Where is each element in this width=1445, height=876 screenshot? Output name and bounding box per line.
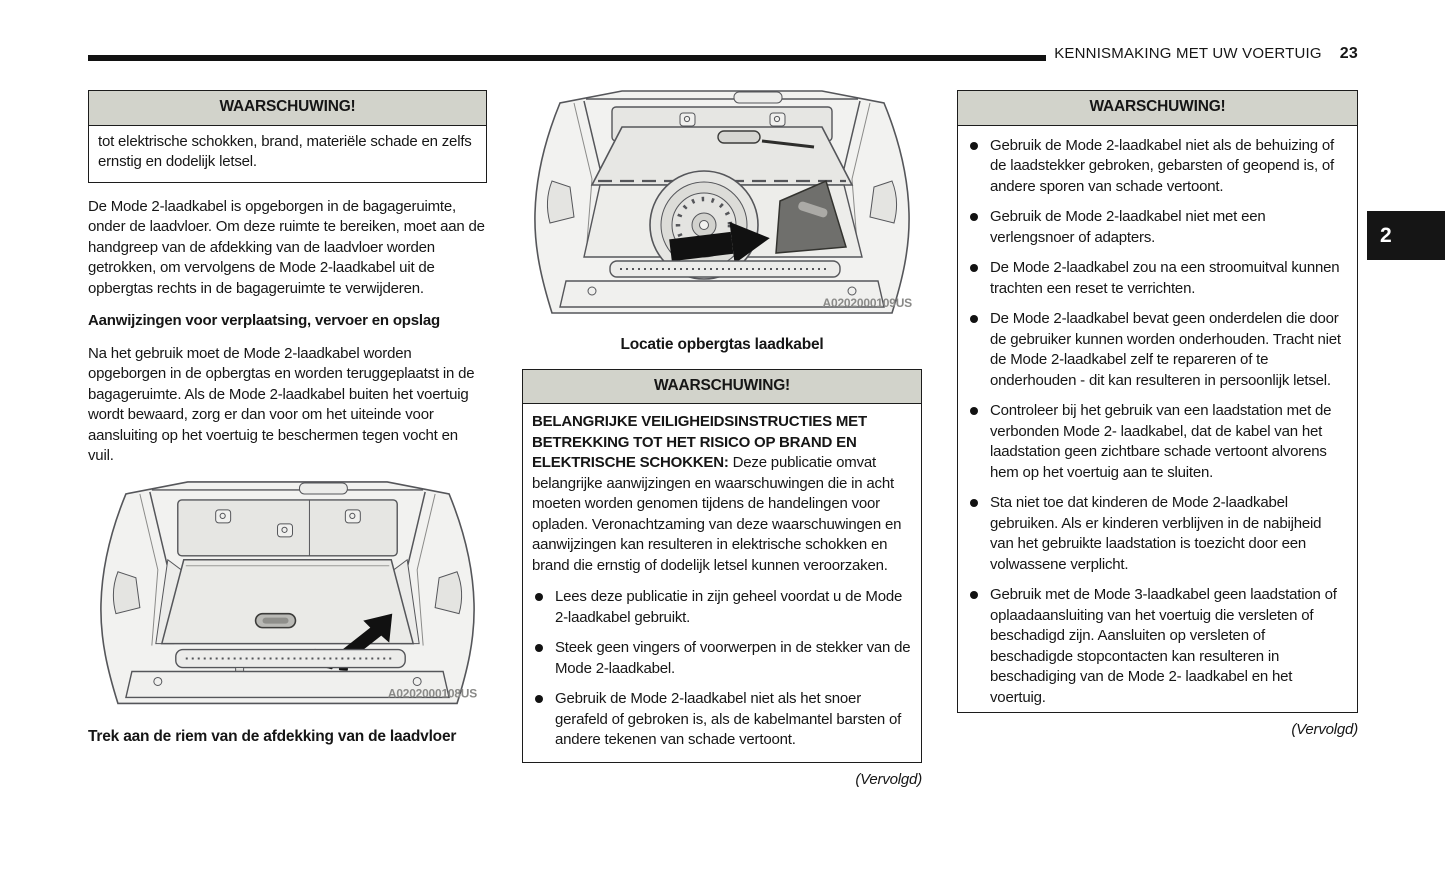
section-tab: 2 (1367, 211, 1445, 260)
warning-box-title: WAARSCHUWING! (523, 369, 921, 404)
chapter-title: KENNISMAKING MET UW VOERTUIG (1054, 45, 1322, 62)
warning-bullet-list: Lees deze publicatie in zijn geheel voor… (532, 587, 912, 751)
warning-box-body: tot elektrische schokken, brand, materië… (98, 132, 472, 171)
warning-box-top-left: WAARSCHUWING! tot elektrische schokken, … (88, 90, 487, 183)
warning-bullet: Gebruik de Mode 2-laadkabel niet als de … (967, 136, 1348, 198)
paragraph: De Mode 2-laadkabel is opgeborgen in de … (88, 197, 485, 297)
floor-cover-handle (254, 612, 297, 628)
figure-caption: Trek aan de riem van de afdekking van de… (88, 727, 457, 745)
headrest-latch-icons (679, 112, 786, 127)
warning-box-title: WAARSCHUWING! (89, 91, 486, 126)
spare-tire-figure: A0202000109US (522, 85, 922, 318)
continued-note: (Vervolgd) (855, 770, 922, 788)
figure-watermark: A0202000109US (823, 296, 913, 310)
section-tab-number: 2 (1380, 223, 1392, 247)
cargo-area-figure: A0202000108US (88, 476, 487, 708)
cargo-area-illustration: A0202000108US (100, 480, 477, 704)
spare-tire-illustration: A0202000109US (534, 90, 913, 314)
warning-box-middle: WAARSCHUWING! BELANGRIJKE VEILIGHEIDSINS… (522, 368, 922, 763)
lifted-floor-cover (590, 126, 854, 186)
warning-bullet: Sta niet toe dat kinderen de Mode 2-laad… (967, 493, 1348, 575)
subsection-heading: Aanwijzingen voor verplaatsing, vervoer … (88, 312, 440, 329)
warning-bullet: Steek geen vingers of voorwerpen in de s… (532, 638, 912, 679)
warning-bullet: Gebruik met de Mode 3-laadkabel geen laa… (967, 585, 1348, 708)
right-column: WAARSCHUWING! Gebruik de Mode 2-laadkabe… (957, 90, 1358, 756)
warning-lead-bold: BELANGRIJKE VEILIGHEIDSINSTRUCTIES MET B… (532, 413, 867, 471)
figure-watermark: A0202000108US (388, 686, 477, 700)
running-header: KENNISMAKING MET UW VOERTUIG 23 (1054, 45, 1358, 63)
continued-note: (Vervolgd) (1291, 721, 1358, 738)
warning-bullet: De Mode 2-laadkabel zou na een stroomuit… (967, 258, 1348, 299)
warning-lead-rest: Deze publicatie omvat belangrijke aanwij… (532, 454, 902, 574)
warning-bullet: Gebruik de Mode 2-laadkabel niet met een… (967, 207, 1348, 248)
warning-lead-paragraph: BELANGRIJKE VEILIGHEIDSINSTRUCTIES MET B… (532, 412, 912, 576)
warning-box-title: WAARSCHUWING! (958, 91, 1357, 126)
warning-bullet: Lees deze publicatie in zijn geheel voor… (532, 587, 912, 628)
warning-box-right: WAARSCHUWING! Gebruik de Mode 2-laadkabe… (957, 90, 1358, 713)
left-column: WAARSCHUWING! tot elektrische schokken, … (88, 90, 487, 747)
warning-bullet: Controleer bij het gebruik van een laads… (967, 401, 1348, 483)
page-number: 23 (1339, 45, 1358, 62)
bag-location-arrow-icon (669, 221, 770, 264)
figure-caption: Locatie opbergtas laadkabel (620, 336, 824, 353)
headrest-latch-icons (215, 508, 361, 537)
warning-bullet-list: Gebruik de Mode 2-laadkabel niet als de … (967, 136, 1348, 709)
warning-bullet: De Mode 2-laadkabel bevat geen onderdele… (967, 309, 1348, 391)
charge-cable-storage-bag (775, 179, 847, 254)
warning-bullet: Gebruik de Mode 2-laadkabel niet als het… (532, 689, 912, 751)
header-rule (88, 55, 1046, 61)
middle-column: A0202000109US Locatie opbergtas laadkabe… (522, 85, 922, 805)
paragraph: Na het gebruik moet de Mode 2-laadkabel … (88, 344, 475, 465)
